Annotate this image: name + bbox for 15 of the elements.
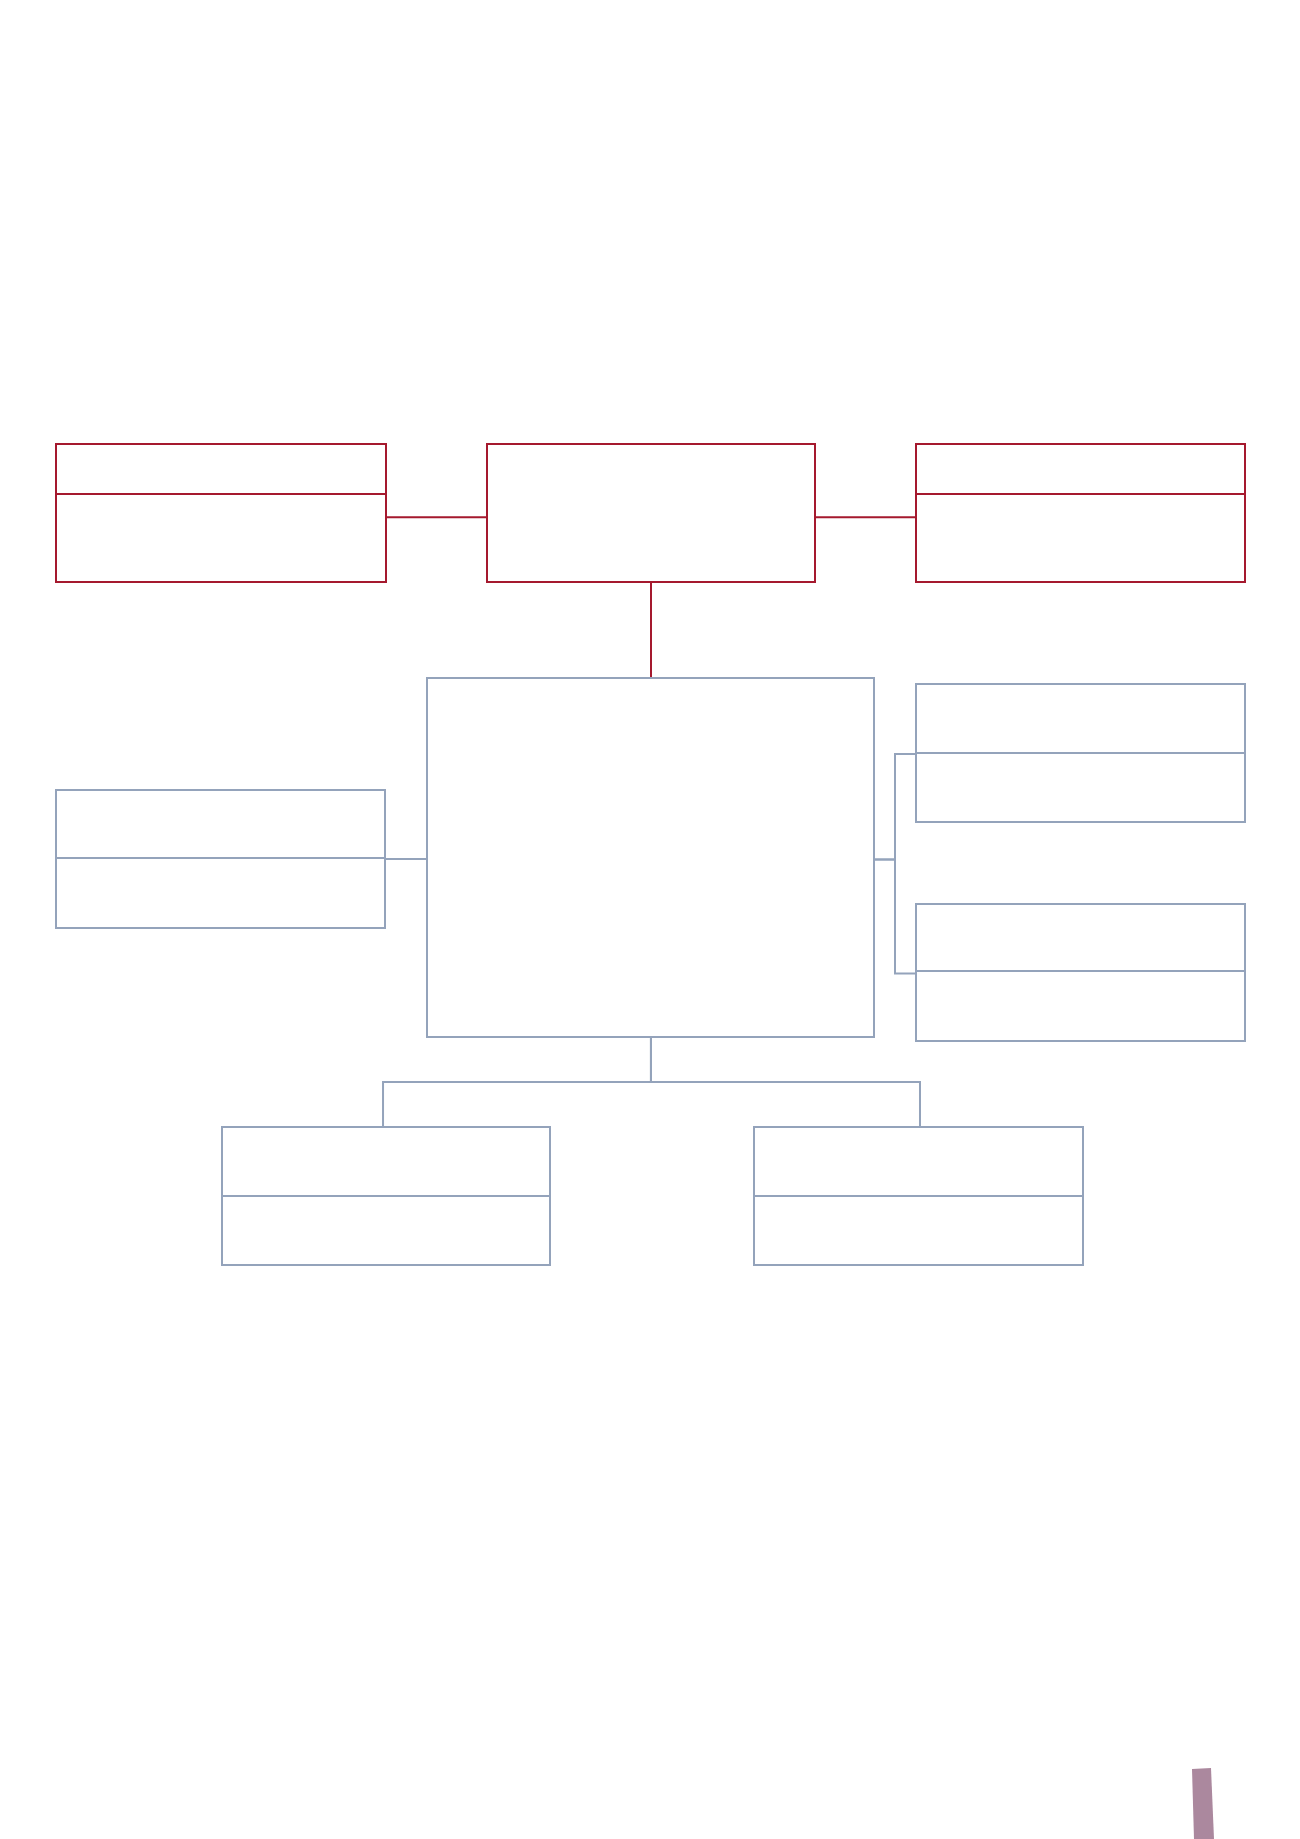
empty-box <box>915 903 1246 1042</box>
empty-box <box>915 443 1246 583</box>
empty-box <box>915 683 1246 823</box>
empty-box <box>426 677 875 1038</box>
empty-box <box>221 1126 551 1266</box>
connector-line <box>873 858 917 975</box>
connector-line <box>650 581 652 679</box>
empty-box <box>55 443 387 583</box>
connector-line <box>384 858 428 860</box>
empty-box <box>55 789 386 929</box>
empty-box <box>486 443 816 583</box>
connector-line <box>385 516 488 519</box>
empty-box <box>753 1126 1084 1266</box>
connector-line <box>649 1036 921 1128</box>
connector-line <box>814 516 917 519</box>
